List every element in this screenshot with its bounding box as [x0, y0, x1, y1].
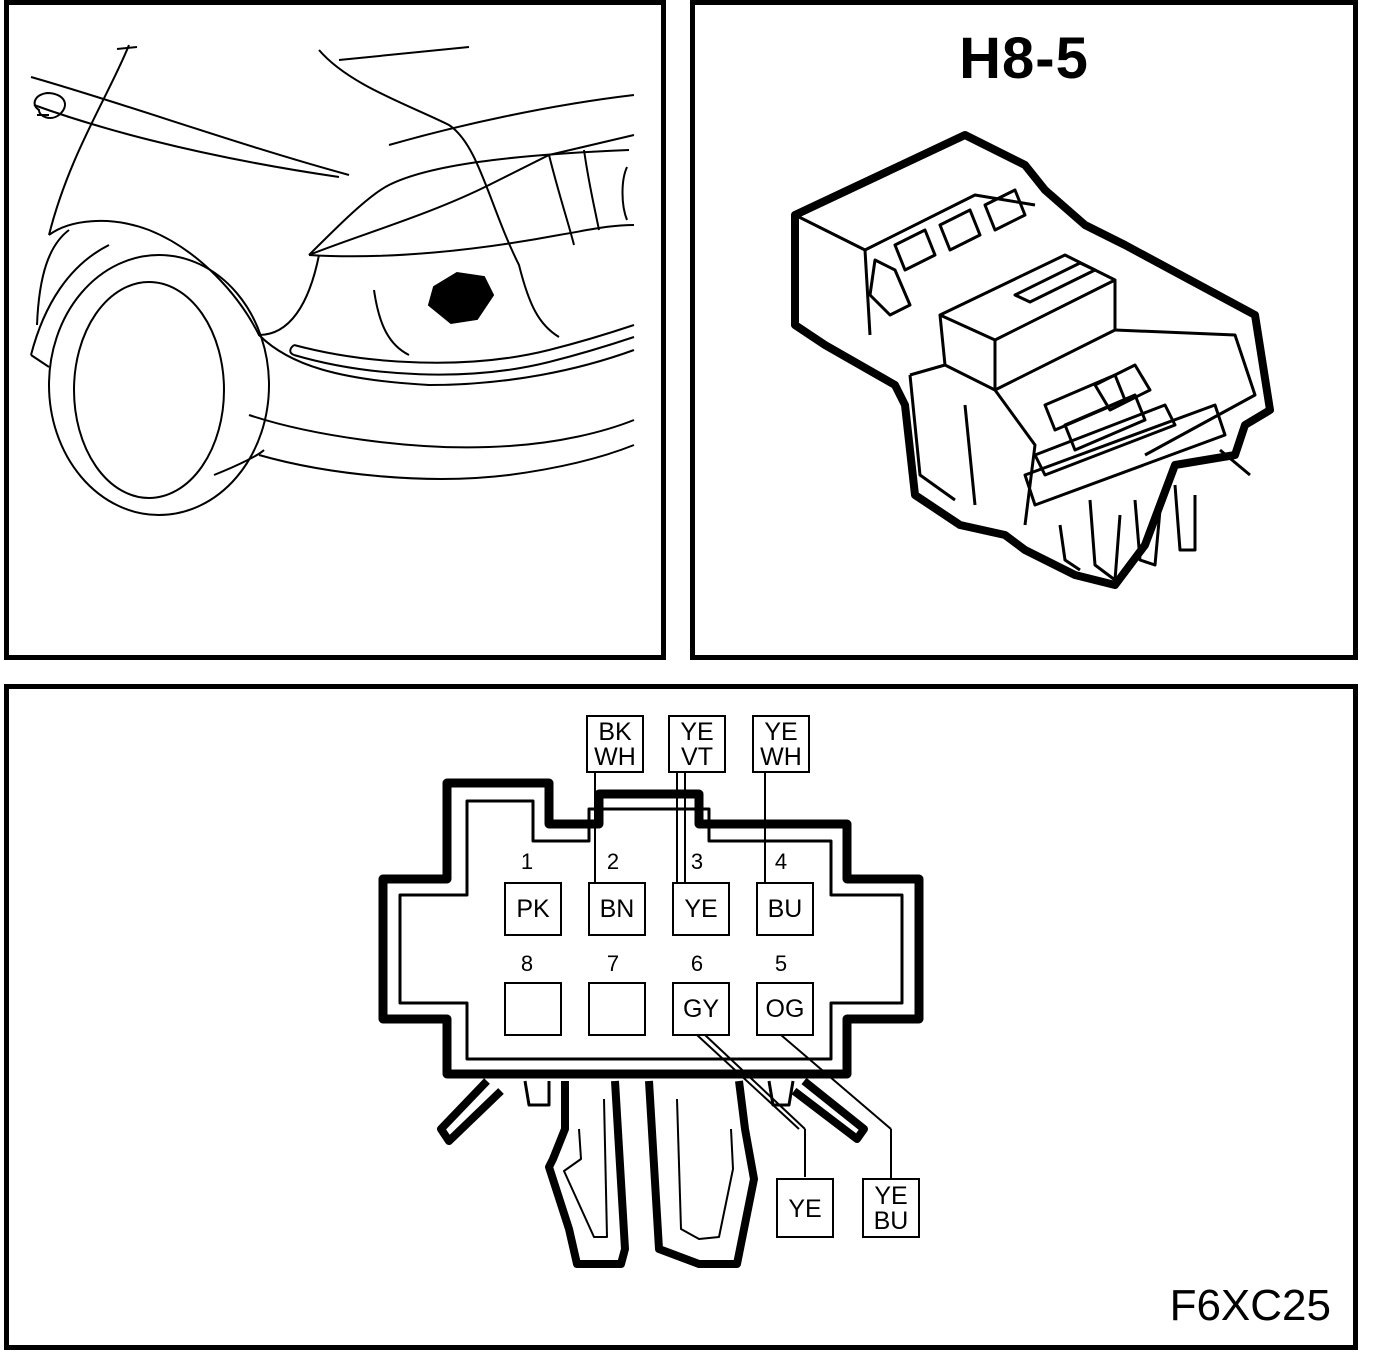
- car-rear-illustration: [30, 44, 635, 516]
- connector-id-title: H8-5: [959, 26, 1089, 91]
- wire-label-pin-4: YE WH: [752, 715, 810, 773]
- connector-3d-illustration: [791, 131, 1274, 589]
- pin-cavity: [756, 882, 814, 936]
- wire-color-line1: YE: [764, 718, 797, 746]
- wire-color-line2: VT: [681, 743, 713, 771]
- connector-housing: [378, 778, 924, 1079]
- pin-wire-color: BU: [768, 895, 803, 923]
- pin-number: 3: [691, 849, 703, 874]
- car-location-panel: [4, 0, 666, 660]
- wire-color-line1: YE: [874, 1182, 907, 1210]
- pin-cavity: [504, 882, 562, 936]
- pin-7: 7: [588, 951, 646, 1036]
- wire-color-line2: WH: [760, 743, 802, 771]
- pin-number: 1: [521, 849, 533, 874]
- pin-3: 3 YE: [672, 849, 730, 936]
- wire-color-line2: WH: [594, 743, 636, 771]
- pin-4: 4 BU: [756, 849, 814, 936]
- pin-1: 1 PK: [504, 849, 562, 936]
- wire-label-pin-6: YE: [776, 1178, 834, 1238]
- leader-lines: [594, 771, 892, 1179]
- wire-color-line1: YE: [788, 1195, 821, 1223]
- wire-color-line1: YE: [680, 718, 713, 746]
- pin-wire-color: OG: [766, 995, 805, 1023]
- pin-number: 5: [775, 951, 787, 976]
- wire-label-pin-5: YE BU: [862, 1178, 920, 1238]
- pin-number: 8: [521, 951, 533, 976]
- pin-grid: 1 PK 2 BN 3 YE 4 BU 8: [504, 849, 814, 1036]
- pin-5: 5 OG: [756, 951, 814, 1036]
- pinout-diagram: 1 PK 2 BN 3 YE 4 BU 8: [378, 715, 924, 1268]
- pin-cavity: [756, 982, 814, 1036]
- pin-cavity: [588, 982, 646, 1036]
- pin-wire-color: BN: [600, 895, 635, 923]
- pin-wire-color: GY: [683, 995, 719, 1023]
- pin-8: 8: [504, 951, 562, 1036]
- pin-wire-color: PK: [516, 895, 550, 923]
- pin-number: 4: [775, 849, 787, 874]
- pin-cavity: [504, 982, 562, 1036]
- pin-2: 2 BN: [588, 849, 646, 936]
- wire-label-pin-2: BK WH: [586, 715, 644, 773]
- pin-number: 6: [691, 951, 703, 976]
- wire-color-line2: BU: [874, 1207, 909, 1235]
- pinout-panel: 1 PK 2 BN 3 YE 4 BU 8: [4, 684, 1358, 1350]
- wire-labels: BK WH YE VT YE WH YE YE BU: [586, 715, 920, 1238]
- connector-3d-panel: H8-5: [690, 0, 1358, 660]
- pin-cavity: [672, 882, 730, 936]
- pin-cavity: [672, 982, 730, 1036]
- wire-label-pin-3: YE VT: [668, 715, 726, 773]
- pin-number: 7: [607, 951, 619, 976]
- pin-wire-color: YE: [684, 895, 717, 923]
- pin-cavity: [588, 882, 646, 936]
- pin-6: 6 GY: [672, 951, 730, 1036]
- figure-code: F6XC25: [1169, 1281, 1331, 1330]
- pin-number: 2: [607, 849, 619, 874]
- wire-color-line1: BK: [598, 718, 632, 746]
